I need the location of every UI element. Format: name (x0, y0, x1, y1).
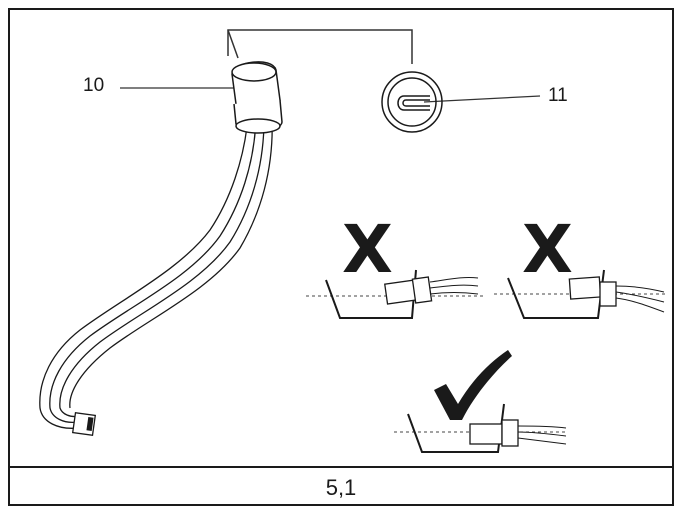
cable-connector (71, 411, 97, 437)
cross-mark-icon: X (522, 211, 573, 288)
figure-caption: 5,1 (325, 475, 357, 500)
wrong-example-2: X (494, 211, 666, 319)
callout-label-10: 10 (83, 75, 105, 96)
sensor-cable (39, 117, 273, 429)
bracket-leg (227, 29, 239, 59)
wrong-example-1: X (306, 211, 484, 319)
leader-line-11 (423, 95, 541, 103)
part-bracket (227, 29, 413, 64)
grommet-part-11 (381, 71, 443, 133)
diagram-frame (8, 8, 674, 506)
callout-label-11: 11 (548, 85, 568, 106)
sensor-head (231, 61, 283, 134)
check-mark-icon (434, 350, 512, 420)
correct-example (394, 350, 567, 453)
cross-mark-icon: X (342, 211, 393, 288)
